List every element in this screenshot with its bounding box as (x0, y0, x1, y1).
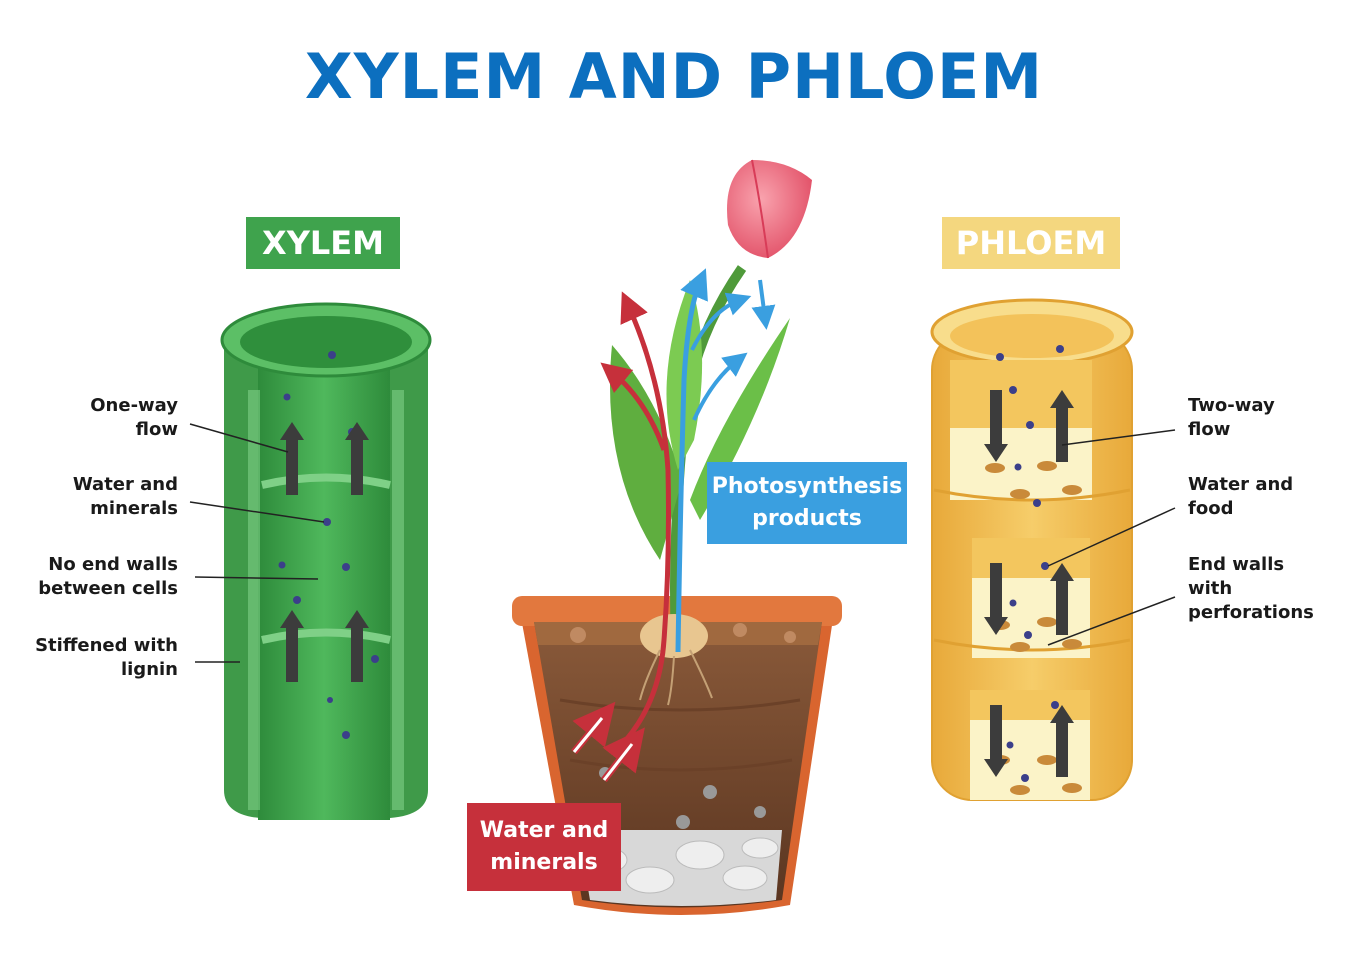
xylem-lignin-label: Stiffened with lignin (20, 634, 178, 682)
phloem-tube (932, 300, 1132, 800)
xylem-one-way-flow-label: One-way flow (40, 394, 178, 442)
phloem-water-food-label: Water and food (1188, 473, 1328, 521)
photosynthesis-products-label: Photosynthesis products (707, 462, 907, 544)
xylem-water-minerals-label: Water and minerals (40, 473, 178, 521)
water-minerals-label: Water and minerals (467, 803, 621, 891)
phloem-end-walls-label: End walls with perforations (1188, 553, 1338, 625)
xylem-no-end-walls-label: No end walls between cells (20, 553, 178, 601)
phloem-two-way-flow-label: Two-way flow (1188, 394, 1328, 442)
xylem-tube (222, 304, 430, 820)
